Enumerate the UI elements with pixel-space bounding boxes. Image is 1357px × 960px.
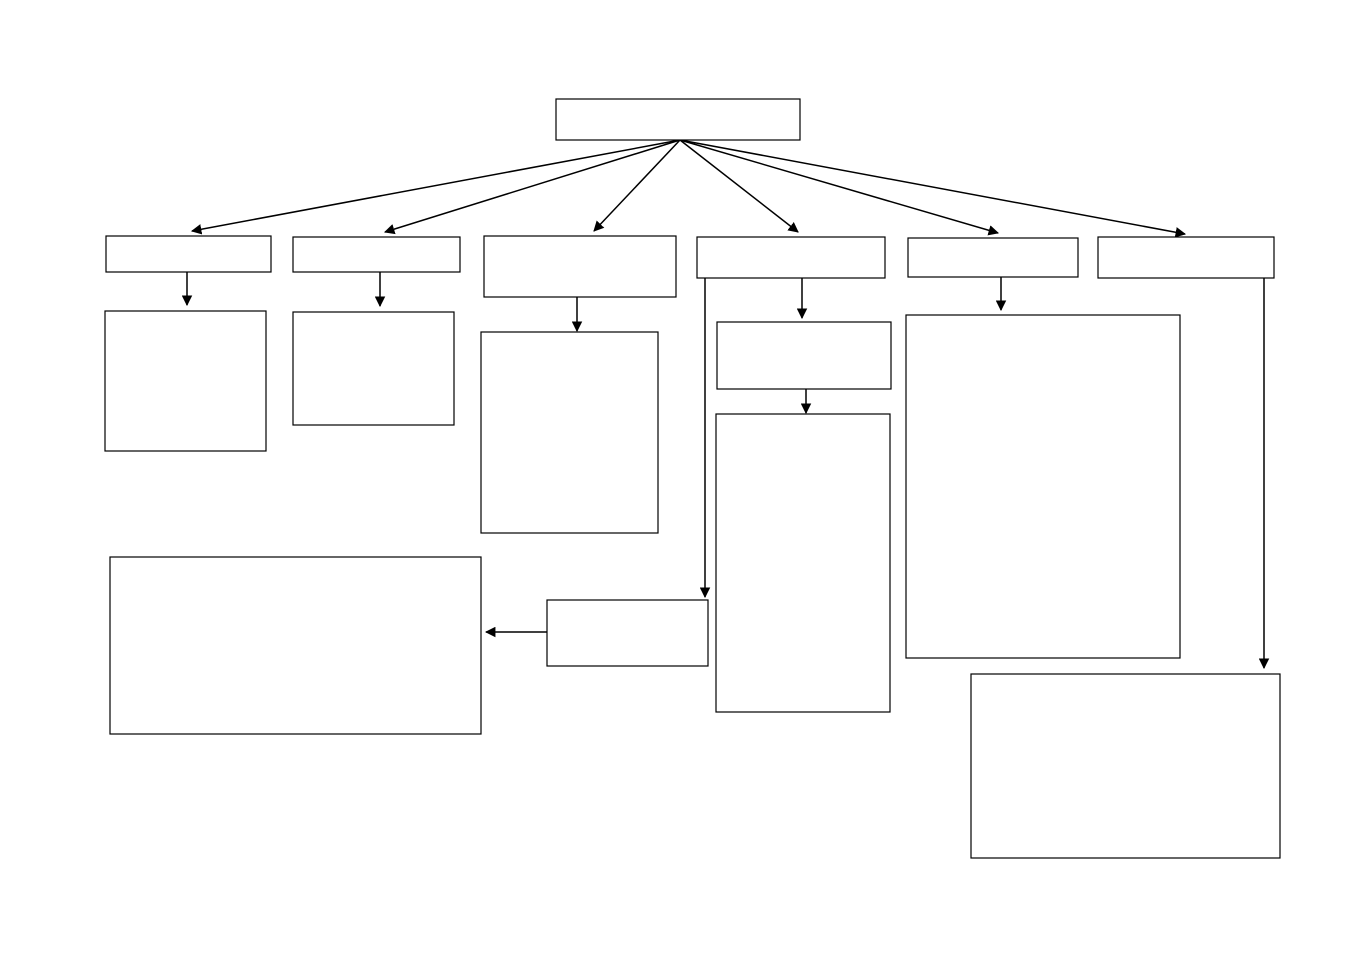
branch-1-box — [105, 235, 272, 273]
branch-4-box — [696, 236, 886, 279]
detail-4a-box — [715, 413, 891, 713]
sub-4a-box — [716, 321, 892, 390]
detail-node-2 — [292, 311, 455, 426]
edge-root-branch-2 — [383, 139, 681, 235]
sub-node-4b — [546, 599, 709, 667]
detail-5-box — [905, 314, 1181, 659]
detail-node-1 — [104, 310, 267, 452]
branch-node-6 — [1097, 236, 1275, 279]
root-node — [555, 98, 801, 141]
detail-node-3 — [480, 331, 659, 534]
branch-node-1 — [105, 235, 272, 273]
branch-node-3 — [483, 235, 677, 298]
detail-node-4a — [715, 413, 891, 713]
detail-node-5 — [905, 314, 1181, 659]
detail-1-box — [104, 310, 267, 452]
branch-node-5 — [907, 237, 1079, 278]
branch-6-box — [1097, 236, 1275, 279]
detail-3-box — [480, 331, 659, 534]
branch-2-box — [292, 236, 461, 273]
connectors — [181, 139, 1270, 670]
branch-node-4 — [696, 236, 886, 279]
edge-root-branch-6 — [679, 139, 1187, 238]
summary-node-left — [109, 556, 482, 735]
detail-node-6 — [970, 673, 1281, 859]
edge-root-branch-1 — [190, 139, 681, 235]
branch-5-box — [907, 237, 1079, 278]
edge-root-branch-3 — [593, 139, 681, 232]
branch-3-box — [483, 235, 677, 298]
root-box — [555, 98, 801, 141]
edge-root-branch-4 — [679, 139, 799, 233]
sub-4b-box — [546, 599, 709, 667]
detail-6-box — [970, 673, 1281, 859]
edge-root-branch-5 — [679, 139, 1000, 236]
branch-node-2 — [292, 236, 461, 273]
summary-left-box — [109, 556, 482, 735]
sub-node-4a — [716, 321, 892, 390]
detail-2-box — [292, 311, 455, 426]
